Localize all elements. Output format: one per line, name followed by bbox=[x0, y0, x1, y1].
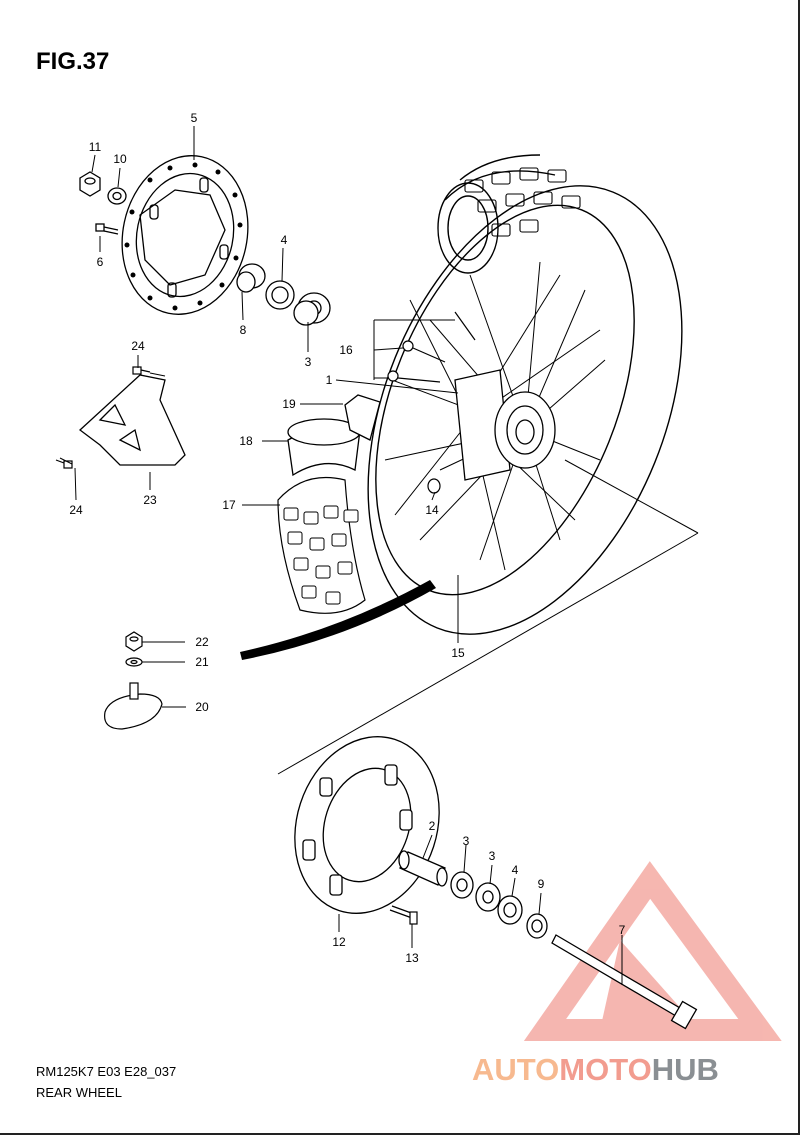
figure-title: FIG.37 bbox=[36, 48, 110, 75]
disc-nut bbox=[79, 171, 101, 197]
callout-4-upper: 4 bbox=[281, 233, 288, 247]
guard-bolt-lower bbox=[55, 459, 73, 469]
callout-5: 5 bbox=[191, 111, 198, 125]
callout-3-upper: 3 bbox=[305, 355, 312, 369]
callout-3-lower-a: 3 bbox=[463, 834, 470, 848]
callout-13: 13 bbox=[405, 951, 419, 965]
disc-guard bbox=[78, 374, 186, 466]
callout-16: 16 bbox=[339, 343, 353, 357]
leader-lines bbox=[74, 126, 623, 985]
callout-3-lower-b: 3 bbox=[489, 849, 496, 863]
guide-lines bbox=[59, 372, 699, 775]
valve-washer bbox=[125, 657, 143, 667]
sprocket-bolt bbox=[389, 905, 418, 925]
callout-19: 19 bbox=[282, 397, 296, 411]
callout-15: 15 bbox=[451, 646, 465, 660]
disc-bolt bbox=[95, 223, 119, 235]
bearing-lower-a bbox=[450, 871, 474, 899]
callout-17: 17 bbox=[222, 498, 236, 512]
callout-24-upper: 24 bbox=[131, 339, 145, 353]
callout-23: 23 bbox=[143, 493, 157, 507]
rear-axle bbox=[551, 934, 698, 1030]
callout-6: 6 bbox=[97, 255, 104, 269]
callout-labels: 5 11 10 6 4 8 3 16 1 19 18 17 14 15 24 2… bbox=[69, 111, 625, 965]
rim-band bbox=[240, 580, 436, 660]
oil-seal-upper bbox=[265, 280, 295, 310]
valve-stem bbox=[104, 682, 163, 730]
watermark-moto: MOTO bbox=[559, 1052, 652, 1087]
callout-21: 21 bbox=[195, 655, 209, 669]
guard-bolt-upper bbox=[132, 366, 151, 375]
valve-nut bbox=[125, 631, 143, 652]
bearing-upper bbox=[293, 292, 331, 326]
brake-disc bbox=[121, 155, 249, 315]
watermark-hub: HUB bbox=[651, 1052, 719, 1087]
wheel-spacer-upper bbox=[236, 263, 266, 293]
rear-hub bbox=[454, 369, 556, 481]
spoke-nipple bbox=[427, 478, 441, 494]
callout-14: 14 bbox=[425, 503, 439, 517]
callout-24-lower: 24 bbox=[69, 503, 83, 517]
watermark-auto: AUTO bbox=[472, 1052, 560, 1087]
callout-8: 8 bbox=[240, 323, 247, 337]
bearing-lower-b bbox=[475, 882, 501, 912]
callout-12: 12 bbox=[332, 935, 346, 949]
callout-10: 10 bbox=[113, 152, 127, 166]
disc-washer bbox=[107, 187, 127, 205]
callout-2: 2 bbox=[429, 819, 436, 833]
rear-tire bbox=[367, 154, 683, 635]
axle-collar bbox=[526, 913, 548, 939]
inner-tube bbox=[287, 418, 361, 477]
callout-7: 7 bbox=[619, 923, 626, 937]
callout-1: 1 bbox=[326, 373, 333, 387]
callout-18: 18 bbox=[239, 434, 253, 448]
section-caption: REAR WHEEL bbox=[36, 1085, 122, 1100]
spoke-set bbox=[387, 311, 476, 383]
callout-22: 22 bbox=[195, 635, 209, 649]
watermark-text: AUTOMOTOHUB bbox=[472, 1052, 719, 1088]
oil-seal-lower bbox=[497, 895, 523, 925]
tire-17 bbox=[277, 476, 366, 614]
callout-20: 20 bbox=[195, 700, 209, 714]
callout-4-lower: 4 bbox=[512, 863, 519, 877]
callout-11: 11 bbox=[89, 140, 102, 154]
rim-band-strip bbox=[344, 394, 381, 441]
model-code-caption: RM125K7 E03 E28_037 bbox=[36, 1064, 177, 1079]
callout-9: 9 bbox=[538, 877, 545, 891]
hub-spacer bbox=[398, 850, 448, 887]
